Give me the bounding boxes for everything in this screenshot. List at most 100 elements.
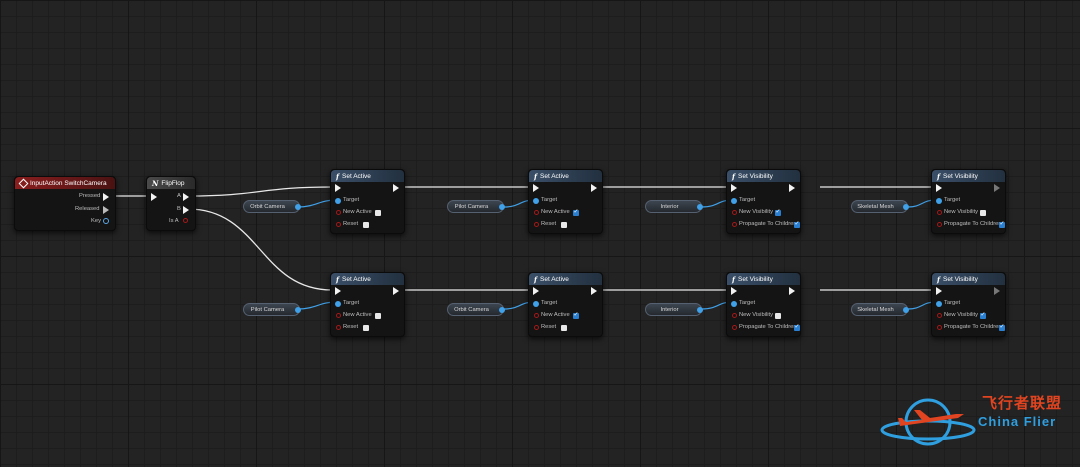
flipflop-isa-label: Is A bbox=[169, 218, 179, 224]
variable-getter[interactable]: Orbit Camera bbox=[447, 303, 505, 316]
exec-out-pin[interactable] bbox=[994, 287, 1000, 295]
bool-pin[interactable] bbox=[937, 210, 942, 215]
target-pin[interactable] bbox=[731, 198, 737, 204]
bool-pin[interactable] bbox=[336, 313, 341, 318]
bool-pin[interactable] bbox=[937, 325, 942, 330]
bool-checkbox[interactable] bbox=[363, 325, 369, 331]
watermark-en: China Flier bbox=[978, 414, 1057, 429]
variable-output-pin[interactable] bbox=[903, 203, 909, 210]
target-pin[interactable] bbox=[335, 198, 341, 204]
bool-pin[interactable] bbox=[937, 222, 942, 227]
bool-pin[interactable] bbox=[534, 313, 539, 318]
bool-pin[interactable] bbox=[534, 325, 539, 330]
bool-checkbox[interactable] bbox=[980, 311, 986, 319]
exec-in-pin[interactable] bbox=[533, 184, 539, 192]
variable-label: Skeletal Mesh bbox=[857, 306, 894, 313]
variable-label: Orbit Camera bbox=[454, 306, 489, 313]
key-pin[interactable] bbox=[103, 218, 109, 224]
exec-out-pin[interactable] bbox=[591, 184, 597, 192]
bool-pin[interactable] bbox=[732, 325, 737, 330]
bool-checkbox[interactable] bbox=[363, 222, 369, 228]
bool-checkbox[interactable] bbox=[775, 208, 781, 216]
bool-pin[interactable] bbox=[732, 210, 737, 215]
bool-pin[interactable] bbox=[732, 222, 737, 227]
bool-checkbox[interactable] bbox=[775, 313, 781, 319]
bool-pin[interactable] bbox=[937, 313, 942, 318]
target-pin[interactable] bbox=[936, 301, 942, 307]
exec-out-pin[interactable] bbox=[393, 287, 399, 295]
bool-pin[interactable] bbox=[732, 313, 737, 318]
exec-in-pin[interactable] bbox=[533, 287, 539, 295]
bool-pin[interactable] bbox=[336, 222, 341, 227]
bool-checkbox[interactable] bbox=[561, 222, 567, 228]
variable-getter[interactable]: Skeletal Mesh bbox=[851, 200, 909, 213]
flipflop-node[interactable]: N FlipFlop A B Is A bbox=[146, 176, 196, 231]
target-pin[interactable] bbox=[335, 301, 341, 307]
variable-getter[interactable]: Orbit Camera bbox=[243, 200, 301, 213]
variable-getter[interactable]: Pilot Camera bbox=[447, 200, 505, 213]
flipflop-isa-pin[interactable] bbox=[183, 218, 188, 223]
exec-in-pin[interactable] bbox=[335, 287, 341, 295]
variable-output-pin[interactable] bbox=[295, 306, 301, 313]
function-icon: f bbox=[534, 274, 538, 284]
variable-output-pin[interactable] bbox=[697, 306, 703, 313]
exec-out-pin[interactable] bbox=[393, 184, 399, 192]
flipflop-exec-in[interactable] bbox=[151, 193, 157, 201]
bool-checkbox[interactable] bbox=[573, 311, 579, 319]
exec-out-pin[interactable] bbox=[994, 184, 1000, 192]
function-icon: f bbox=[534, 171, 538, 181]
bool-label: Propagate To Children bbox=[739, 324, 797, 330]
bool-checkbox[interactable] bbox=[794, 323, 800, 331]
exec-out-pin[interactable] bbox=[591, 287, 597, 295]
bool-pin[interactable] bbox=[336, 210, 341, 215]
target-pin[interactable] bbox=[533, 301, 539, 307]
bool-checkbox[interactable] bbox=[375, 210, 381, 216]
pressed-exec-pin[interactable] bbox=[103, 193, 109, 201]
bool-checkbox[interactable] bbox=[561, 325, 567, 331]
released-exec-pin[interactable] bbox=[103, 206, 109, 214]
bool-checkbox[interactable] bbox=[375, 313, 381, 319]
bool-checkbox[interactable] bbox=[794, 220, 800, 228]
variable-output-pin[interactable] bbox=[697, 203, 703, 210]
bool-pin[interactable] bbox=[534, 222, 539, 227]
bool-pin[interactable] bbox=[336, 325, 341, 330]
exec-in-pin[interactable] bbox=[335, 184, 341, 192]
variable-getter[interactable]: Interior bbox=[645, 303, 703, 316]
variable-output-pin[interactable] bbox=[903, 306, 909, 313]
exec-out-pin[interactable] bbox=[789, 287, 795, 295]
target-pin[interactable] bbox=[731, 301, 737, 307]
flipflop-b-pin[interactable] bbox=[183, 206, 189, 214]
bool-checkbox[interactable] bbox=[999, 220, 1005, 228]
variable-label: Orbit Camera bbox=[250, 203, 285, 210]
variable-getter[interactable]: Pilot Camera bbox=[243, 303, 301, 316]
exec-in-pin[interactable] bbox=[936, 287, 942, 295]
exec-in-pin[interactable] bbox=[731, 287, 737, 295]
variable-output-pin[interactable] bbox=[295, 203, 301, 210]
flipflop-a-label: A bbox=[177, 193, 181, 199]
event-node[interactable]: InputAction SwitchCamera Pressed Release… bbox=[14, 176, 116, 231]
exec-in-pin[interactable] bbox=[936, 184, 942, 192]
bool-checkbox[interactable] bbox=[573, 208, 579, 216]
bool-label: New Active bbox=[343, 209, 372, 215]
target-pin[interactable] bbox=[936, 198, 942, 204]
variable-output-pin[interactable] bbox=[499, 306, 505, 313]
bool-checkbox[interactable] bbox=[999, 323, 1005, 331]
flipflop-a-pin[interactable] bbox=[183, 193, 189, 201]
exec-out-pin[interactable] bbox=[789, 184, 795, 192]
variable-output-pin[interactable] bbox=[499, 203, 505, 210]
bool-pin[interactable] bbox=[534, 210, 539, 215]
exec-in-pin[interactable] bbox=[731, 184, 737, 192]
bool-checkbox[interactable] bbox=[980, 210, 986, 216]
target-pin[interactable] bbox=[533, 198, 539, 204]
variable-getter[interactable]: Skeletal Mesh bbox=[851, 303, 909, 316]
variable-getter[interactable]: Interior bbox=[645, 200, 703, 213]
